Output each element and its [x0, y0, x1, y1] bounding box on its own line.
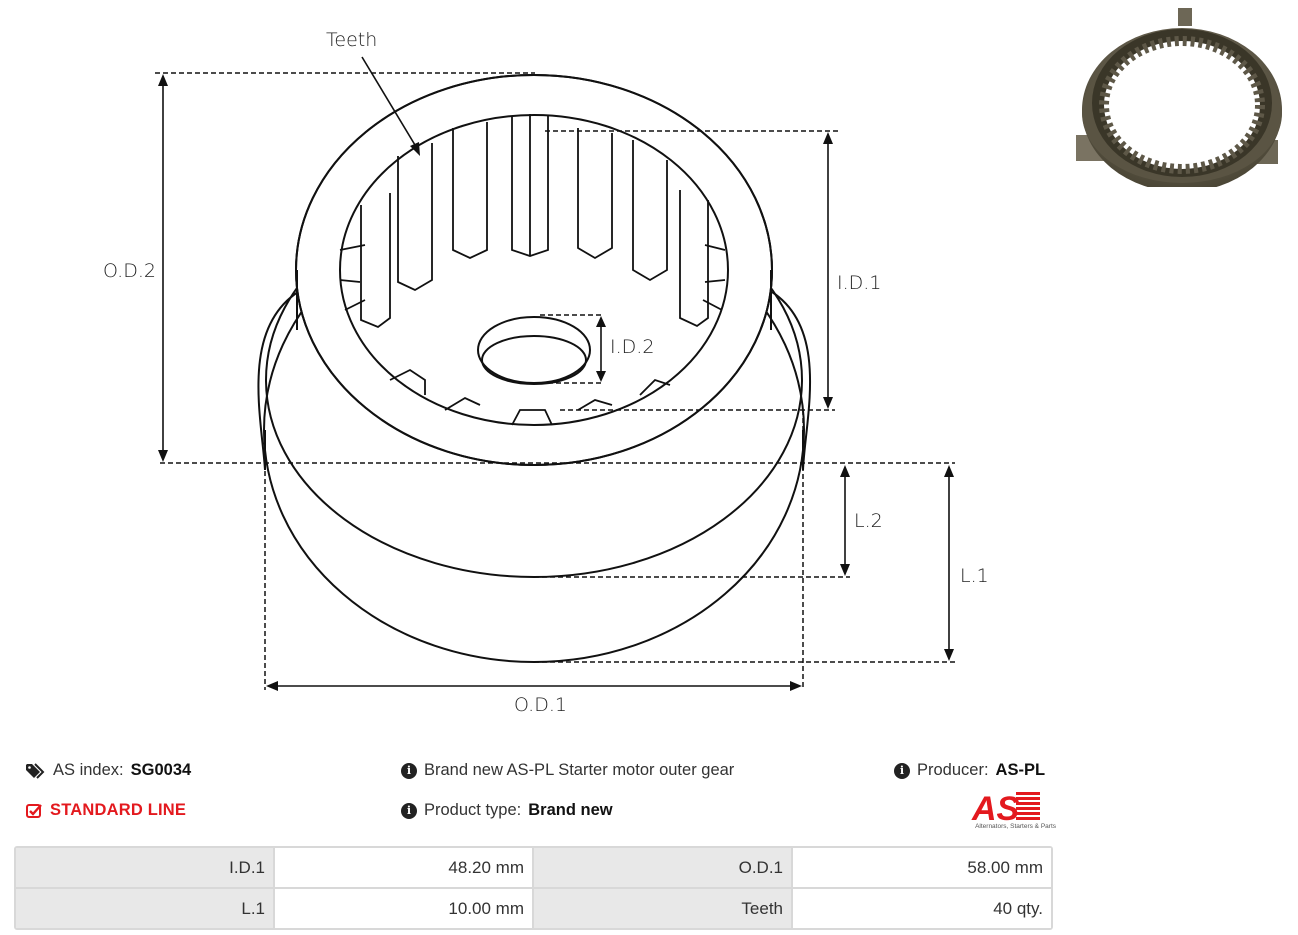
- checkbox-checked-icon: [26, 803, 43, 819]
- info-icon: i: [894, 762, 910, 779]
- producer: i Producer: AS-PL: [894, 761, 1045, 780]
- spec-value: 40 qty.: [793, 889, 1051, 928]
- logo-caption: Alternators, Starters & Parts: [975, 823, 1056, 830]
- standard-line-text: STANDARD LINE: [50, 801, 187, 819]
- as-index: AS index: SG0034: [26, 761, 191, 780]
- as-pl-logo: AS: [950, 788, 1056, 834]
- product-photo: [1070, 5, 1292, 192]
- label-l1: L.1: [960, 565, 989, 587]
- spec-key: I.D.1: [16, 848, 275, 889]
- producer-value: AS-PL: [995, 761, 1046, 779]
- product-type-value: Brand new: [528, 801, 613, 819]
- specs-table: I.D.1 48.20 mm O.D.1 58.00 mm L.1 10.00 …: [14, 846, 1053, 930]
- table-row: I.D.1 48.20 mm O.D.1 58.00 mm: [16, 848, 1051, 889]
- label-id1: I.D.1: [837, 272, 881, 294]
- product-type-label: Product type:: [424, 801, 522, 819]
- label-l2: L.2: [854, 510, 883, 532]
- spec-value: 48.20 mm: [275, 848, 534, 889]
- spec-key: O.D.1: [534, 848, 793, 889]
- technical-drawing: Teeth O.D.2 I.D.1 I.D.2 L.2 L.1 O.D.1: [103, 29, 989, 716]
- label-teeth: Teeth: [326, 29, 377, 51]
- spec-key: Teeth: [534, 889, 793, 928]
- as-index-value: SG0034: [130, 761, 192, 779]
- info-icon: i: [401, 762, 417, 779]
- table-row: L.1 10.00 mm Teeth 40 qty.: [16, 889, 1051, 928]
- as-index-label: AS index:: [53, 761, 124, 779]
- info-icon: i: [401, 802, 417, 819]
- standard-line-badge: STANDARD LINE: [26, 801, 186, 820]
- product-description: i Brand new AS-PL Starter motor outer ge…: [401, 761, 734, 780]
- label-od2: O.D.2: [103, 260, 156, 282]
- product-type: i Product type: Brand new: [401, 801, 613, 820]
- logo-text: AS: [971, 790, 1020, 824]
- tags-icon: [26, 762, 46, 779]
- spec-value: 10.00 mm: [275, 889, 534, 928]
- label-od1: O.D.1: [514, 694, 567, 716]
- spec-value: 58.00 mm: [793, 848, 1051, 889]
- label-id2: I.D.2: [610, 336, 654, 358]
- description-text: Brand new AS-PL Starter motor outer gear: [424, 761, 735, 779]
- spec-key: L.1: [16, 889, 275, 928]
- producer-label: Producer:: [917, 761, 989, 779]
